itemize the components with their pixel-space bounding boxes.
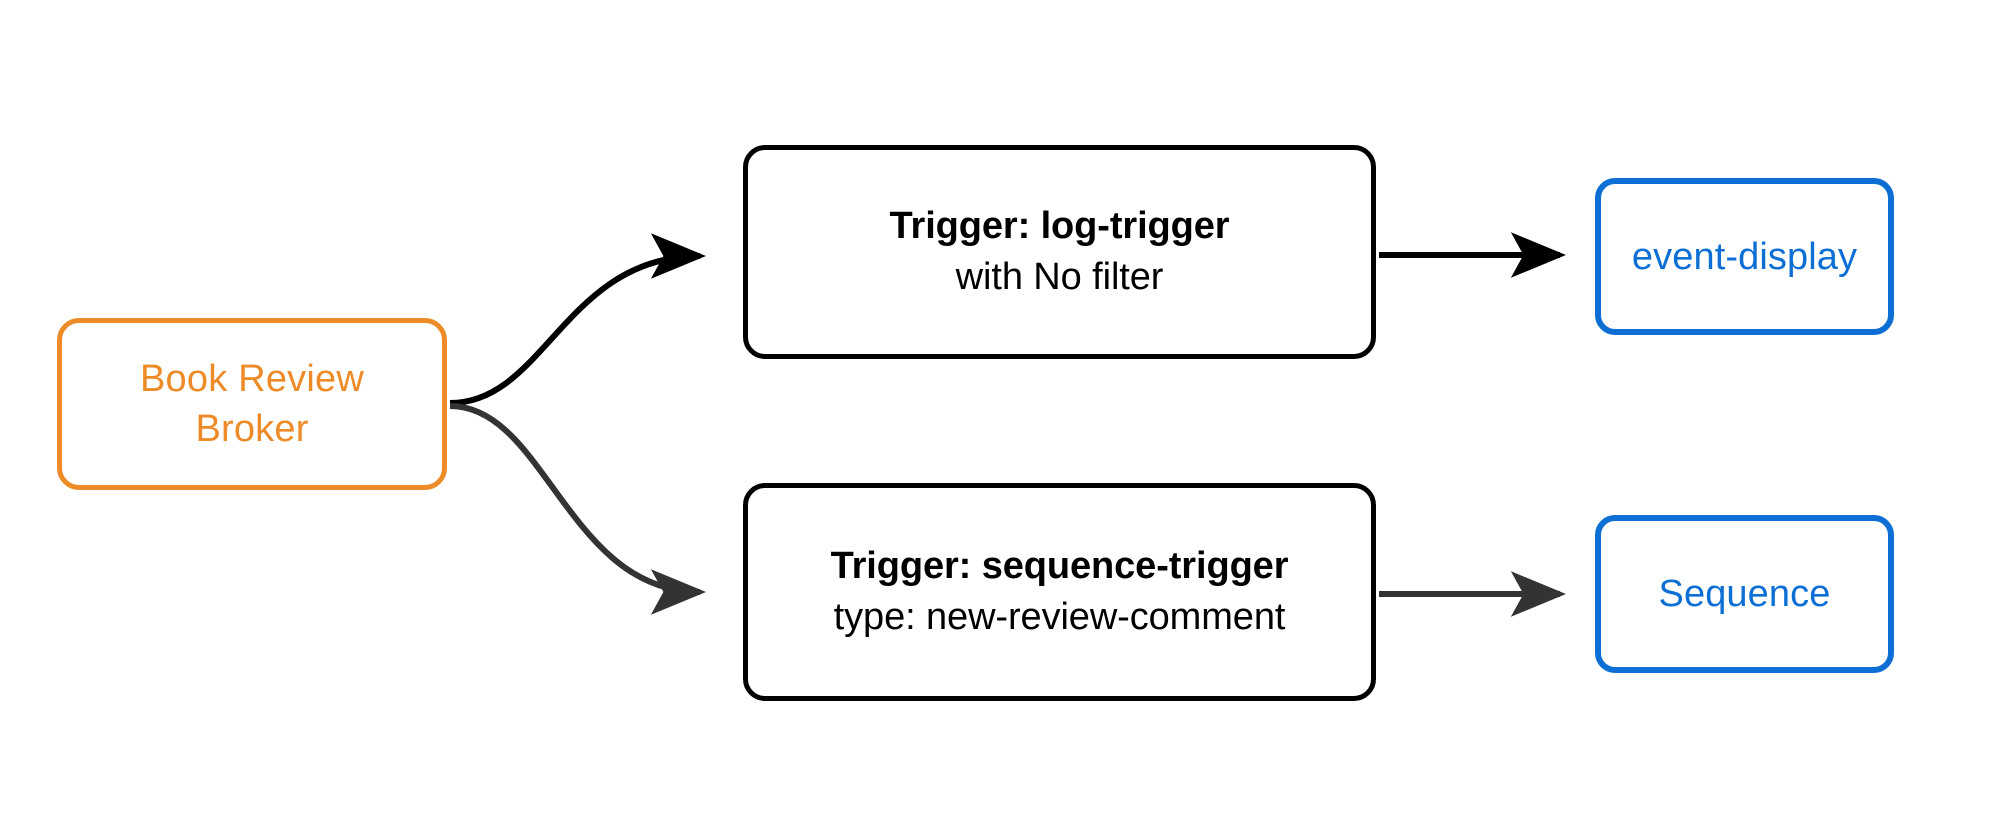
event-display-label: event-display — [1631, 235, 1858, 278]
edge-broker-to-sequence-trigger — [449, 403, 706, 615]
sequence-trigger-detail: type: new-review-comment — [833, 596, 1286, 638]
log-trigger-detail: with No filter — [955, 256, 1164, 298]
sequence-trigger-title: Trigger: sequence-trigger — [830, 545, 1289, 587]
node-sequence[interactable]: Sequence — [1595, 515, 1894, 673]
node-book-review-broker[interactable]: Book Review Broker — [57, 318, 447, 490]
broker-label-line1: Book Review — [140, 358, 364, 400]
node-event-display[interactable]: event-display — [1595, 178, 1894, 335]
log-trigger-title: Trigger: log-trigger — [889, 205, 1230, 247]
node-log-trigger[interactable]: Trigger: log-trigger with No filter — [743, 145, 1376, 359]
sequence-label: Sequence — [1658, 573, 1831, 615]
broker-label-line2: Broker — [195, 408, 309, 450]
edge-broker-to-log-trigger — [449, 233, 706, 406]
node-sequence-trigger[interactable]: Trigger: sequence-trigger type: new-revi… — [743, 483, 1376, 701]
